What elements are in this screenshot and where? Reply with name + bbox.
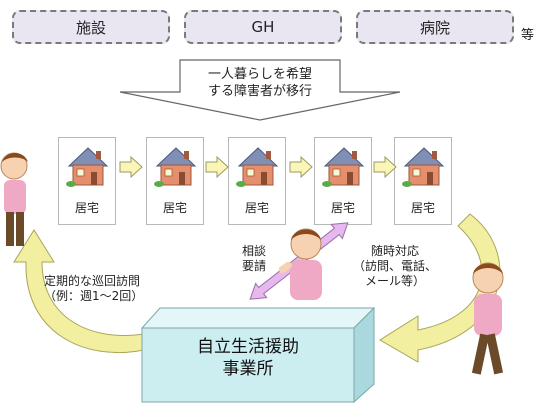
patrol-text: 定期的な巡回訪問 （例：週1～2回） (44, 274, 174, 304)
house-icon (322, 147, 365, 187)
facility-box-gh: GH (184, 10, 342, 44)
transition-text: 一人暮らしを希望 する障害者が移行 (170, 66, 350, 100)
facility-label: GH (251, 18, 275, 36)
response-line-2: （訪問、電話、 (352, 259, 437, 273)
response-line-3: メール等） (364, 274, 425, 288)
patrol-line-2: （例：週1～2回） (44, 289, 144, 303)
house-icon (66, 147, 109, 187)
office-label: 自立生活援助 事業所 (142, 336, 354, 380)
home-card: 居宅 (146, 137, 204, 225)
house-icon (154, 147, 197, 187)
chevron-right-icon (205, 156, 229, 178)
consult-text: 相談 要請 (234, 244, 274, 274)
response-line-1: 随時対応 (370, 244, 419, 258)
transition-arrow (119, 59, 401, 121)
home-card: 居宅 (314, 137, 372, 225)
home-label: 居宅 (330, 201, 355, 215)
transition-line-2: する障害者が移行 (207, 84, 312, 99)
person-left-icon (0, 152, 28, 246)
facility-label: 施設 (75, 18, 106, 37)
chevron-right-icon (289, 156, 313, 178)
consult-line-2: 要請 (241, 259, 266, 273)
consult-line-1: 相談 (241, 244, 266, 258)
transition-line-1: 一人暮らしを希望 (207, 67, 312, 82)
home-card: 居宅 (58, 137, 116, 225)
response-text: 随時対応 （訪問、電話、 メール等） (340, 244, 450, 289)
home-label: 居宅 (162, 201, 187, 215)
facilities-suffix: 等 (521, 28, 535, 43)
patrol-line-1: 定期的な巡回訪問 (44, 274, 141, 288)
facility-box-hospital: 病院 (356, 10, 514, 44)
facility-box-shisetsu: 施設 (12, 10, 170, 44)
office-line-2: 事業所 (222, 359, 274, 379)
home-label: 居宅 (74, 201, 99, 215)
home-label: 居宅 (410, 201, 435, 215)
chevron-right-icon (119, 156, 143, 178)
person-center-icon (278, 228, 322, 300)
home-label: 居宅 (244, 201, 269, 215)
home-card: 居宅 (394, 137, 452, 225)
office-box (140, 306, 376, 404)
office-line-1: 自立生活援助 (197, 337, 299, 357)
home-card: 居宅 (228, 137, 286, 225)
chevron-right-icon (373, 156, 397, 178)
house-icon (236, 147, 279, 187)
house-icon (402, 147, 445, 187)
person-right-icon (471, 262, 504, 375)
facility-label: 病院 (419, 18, 450, 37)
